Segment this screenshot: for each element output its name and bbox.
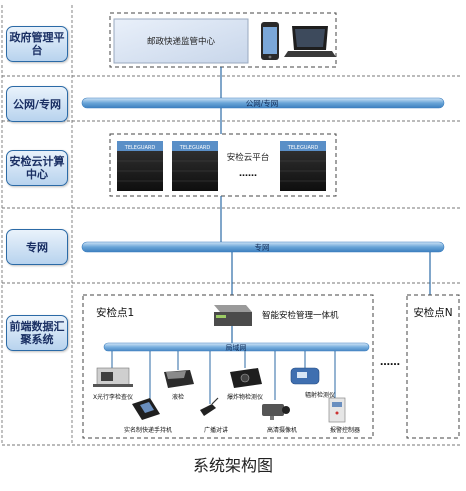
- explosive-detector-icon: [230, 368, 262, 388]
- between-checkpoints-ellipsis: ……: [380, 357, 400, 368]
- diagram-caption: 系统架构图: [192, 456, 273, 475]
- hd-camera-label: 高清摄像机: [267, 426, 297, 434]
- laptop-icon: [284, 26, 336, 57]
- supervision-center-title: 邮政快递监管中心: [147, 36, 216, 47]
- supervision-center-screen: [113, 18, 249, 64]
- section-label-cloud: 安检云计算中心: [6, 150, 68, 186]
- section-label-gov: 政府管理平台: [6, 26, 68, 62]
- host-machine-label: 智能安检管理一体机: [262, 310, 339, 321]
- server-brand-label: TELEGUARD: [287, 145, 319, 151]
- server-brand-label: TELEGUARD: [124, 145, 156, 151]
- checkpointN-box: [406, 294, 460, 439]
- alarm-controller-label: 报警控制器: [330, 426, 360, 434]
- lan-bar: [103, 342, 370, 352]
- cloud-ellipsis: ……: [239, 169, 257, 179]
- explosive-detector-label-1: 爆炸物检测仪: [227, 393, 263, 401]
- cloud-server: TELEGUARD: [172, 141, 218, 191]
- device-drop-lines: [111, 351, 336, 404]
- radiation-detector-label: 辐射检测仪: [305, 391, 335, 399]
- handheld-scanner-label: 实名制快递手持机: [124, 426, 172, 434]
- checkpoint1-title: 安检点1: [96, 306, 134, 319]
- liquid-detector-label: 液检: [172, 393, 184, 401]
- hd-camera-icon: [262, 404, 290, 420]
- xray-label: X光行李检查仪: [93, 393, 133, 401]
- liquid-detector-icon: [164, 370, 194, 388]
- radio-intercom-icon: [200, 397, 219, 416]
- server-brand-label: TELEGUARD: [179, 145, 211, 151]
- alarm-controller-icon: [328, 397, 346, 423]
- host-machine-icon: [214, 305, 252, 326]
- lan-label: 局域网: [226, 343, 247, 352]
- private-bus-label: 专网: [255, 242, 270, 252]
- section-label-frontend: 前端数据汇聚系统: [6, 315, 68, 351]
- private-bus-bar: [81, 241, 445, 253]
- radiation-detector-icon: [290, 367, 320, 385]
- cloud-server: TELEGUARD: [117, 141, 163, 191]
- cloud-server: TELEGUARD: [280, 141, 326, 191]
- radio-intercom-label: 广播对讲: [204, 426, 228, 434]
- checkpointN-title: 安检点N: [413, 306, 452, 319]
- public-bus-label: 公网/专网: [246, 98, 279, 108]
- phone-icon: [261, 22, 279, 60]
- handheld-scanner-icon: [132, 398, 160, 420]
- section-label-private-network: 专网: [6, 229, 68, 265]
- public-bus-bar: [81, 97, 445, 109]
- cloud-platform-label: 安检云平台: [227, 152, 270, 163]
- xray-machine-icon: [93, 367, 133, 387]
- section-separators: [1, 5, 460, 446]
- section-label-public-network: 公网/专网: [6, 86, 68, 122]
